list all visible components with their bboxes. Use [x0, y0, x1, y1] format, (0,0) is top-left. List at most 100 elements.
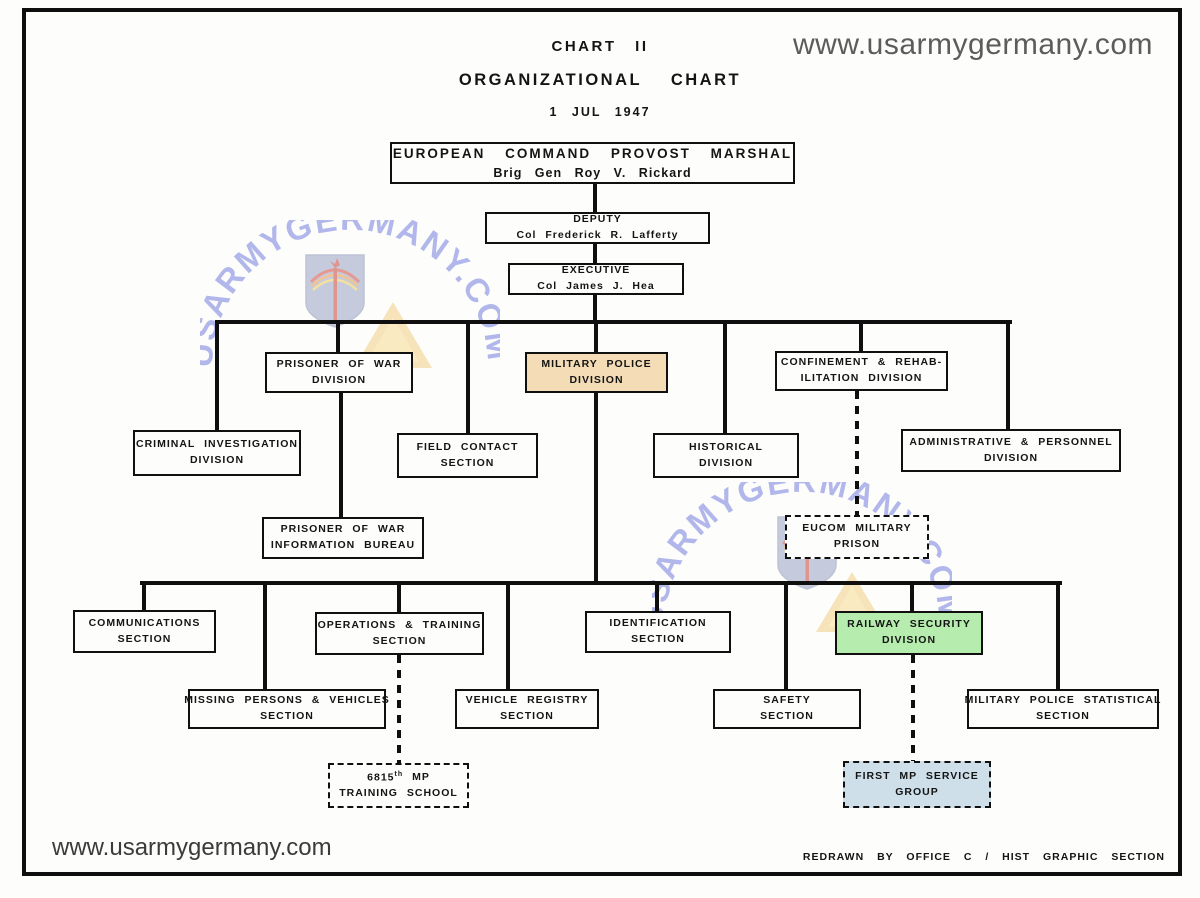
node-title: SECTION	[631, 633, 685, 645]
node-title: DIVISION	[698, 456, 754, 469]
connector-dashed-line	[911, 655, 915, 761]
node-safety-section: SAFETY SECTION	[713, 689, 861, 729]
node-6815th-mp-training-school: 6815th MP TRAINING SCHOOL	[328, 763, 469, 808]
connector-line	[263, 585, 267, 689]
node-title: DEPUTY	[573, 213, 622, 226]
node-title: CONFINEMENT & REHAB-	[780, 356, 943, 369]
node-title: SECTION	[440, 456, 495, 469]
node-title: SECTION	[1036, 710, 1090, 722]
node-title: TRAINING SCHOOL	[339, 786, 458, 799]
node-person: Col Frederick R. Lafferty	[516, 229, 679, 241]
node-title: DIVISION	[881, 634, 937, 646]
connector-line	[593, 294, 597, 324]
unit-number: 6815	[367, 771, 395, 783]
node-title: ILITATION DIVISION	[800, 372, 923, 384]
node-person: Brig Gen Roy V. Rickard	[493, 165, 692, 180]
chart-number-label: CHART II	[551, 38, 649, 55]
node-identification-section: IDENTIFICATION SECTION	[585, 611, 731, 653]
unit-ordinal: th	[394, 770, 404, 778]
connector-dashed-line	[397, 655, 401, 763]
node-title: SECTION	[760, 710, 814, 722]
connector-line	[594, 393, 598, 583]
connector-line	[593, 244, 597, 263]
node-deputy: DEPUTY Col Frederick R. Lafferty	[485, 212, 710, 244]
node-title: RAILWAY SECURITY	[847, 618, 971, 631]
node-title: MILITARY POLICE	[541, 357, 652, 370]
node-title: PRISON	[833, 538, 881, 550]
node-eucom-military-prison: EUCOM MILITARY PRISON	[785, 515, 929, 559]
node-title: SECTION	[372, 634, 427, 647]
node-title: IDENTIFICATION	[609, 617, 707, 630]
connector-line	[593, 184, 597, 212]
node-railway-security-division: RAILWAY SECURITY DIVISION	[835, 611, 983, 655]
node-title: SAFETY	[763, 694, 811, 707]
node-title: FIRST MP SERVICE	[855, 769, 979, 782]
node-provost-marshal: EUROPEAN COMMAND PROVOST MARSHAL Brig Ge…	[390, 142, 795, 184]
connector-line	[397, 585, 401, 612]
watermark-bottom-left: www.usarmygermany.com	[52, 834, 332, 861]
connector-line	[142, 585, 146, 610]
node-historical-division: HISTORICAL DIVISION	[653, 433, 799, 478]
node-title: PRISONER OF WAR	[280, 523, 406, 536]
node-title: GROUP	[895, 785, 939, 798]
node-title: EXECUTIVE	[561, 264, 631, 277]
node-military-police-division: MILITARY POLICE DIVISION	[525, 352, 668, 393]
watermark-arc-1: USARMYGERMANY.COM	[200, 220, 500, 369]
node-title: COMMUNICATIONS	[88, 616, 201, 629]
connector-line	[339, 393, 343, 517]
node-title: DIVISION	[189, 454, 245, 466]
node-title: MILITARY POLICE STATISTICAL	[964, 694, 1162, 707]
node-title: FIELD CONTACT	[416, 440, 519, 453]
node-pow-information-bureau: PRISONER OF WAR INFORMATION BUREAU	[262, 517, 424, 559]
node-vehicle-registry-section: VEHICLE REGISTRY SECTION	[455, 689, 599, 729]
chart-date: 1 JUL 1947	[549, 105, 651, 119]
connector-line	[594, 324, 598, 352]
connector-line	[784, 585, 788, 689]
node-title: SECTION	[500, 710, 554, 722]
connector-line	[1056, 585, 1060, 689]
connector-line	[655, 585, 659, 611]
node-missing-persons-vehicles-section: MISSING PERSONS & VEHICLES SECTION	[184, 689, 389, 729]
node-title: EUCOM MILITARY	[802, 522, 912, 535]
unit-type: MP	[412, 771, 430, 783]
node-person: Col James J. Hea	[537, 280, 655, 292]
connector-line	[910, 585, 914, 611]
connector-line	[859, 324, 863, 351]
connector-line	[506, 585, 510, 689]
node-title: ADMINISTRATIVE & PERSONNEL	[909, 435, 1113, 448]
node-title: INFORMATION BUREAU	[270, 539, 416, 551]
node-administrative-personnel-division: ADMINISTRATIVE & PERSONNEL DIVISION	[901, 429, 1121, 472]
node-title: 6815th MP	[367, 770, 430, 786]
connector-bus-upper	[215, 320, 1012, 324]
node-title: DIVISION	[983, 451, 1039, 464]
node-operations-training-section: OPERATIONS & TRAINING SECTION	[315, 612, 484, 655]
connector-line	[215, 324, 219, 430]
node-title: EUROPEAN COMMAND PROVOST MARSHAL	[392, 145, 793, 161]
eucom-patch-icon	[305, 254, 432, 368]
connector-dashed-line	[855, 391, 859, 515]
connector-bus-lower	[140, 581, 1062, 585]
node-title: SECTION	[260, 710, 314, 722]
node-title: PRISONER OF WAR	[276, 357, 402, 370]
node-title: VEHICLE REGISTRY	[465, 694, 589, 707]
node-title: CRIMINAL INVESTIGATION	[136, 438, 298, 451]
node-communications-section: COMMUNICATIONS SECTION	[73, 610, 216, 653]
connector-line	[336, 324, 340, 352]
node-title: DIVISION	[569, 373, 624, 386]
connector-line	[466, 324, 470, 433]
node-field-contact-section: FIELD CONTACT SECTION	[397, 433, 538, 478]
node-title: HISTORICAL	[689, 440, 763, 453]
node-title: MISSING PERSONS & VEHICLES	[184, 694, 390, 707]
node-confinement-rehabilitation-division: CONFINEMENT & REHAB- ILITATION DIVISION	[775, 351, 948, 391]
node-military-police-statistical-section: MILITARY POLICE STATISTICAL SECTION	[964, 689, 1162, 729]
connector-line	[723, 324, 727, 433]
page-title: ORGANIZATIONAL CHART	[458, 71, 742, 89]
node-title: DIVISION	[311, 373, 367, 386]
node-executive: EXECUTIVE Col James J. Hea	[508, 263, 684, 295]
watermark-top-right: www.usarmygermany.com	[793, 28, 1154, 61]
node-title: SECTION	[117, 632, 172, 645]
chart-border	[22, 8, 1182, 876]
node-criminal-investigation-division: CRIMINAL INVESTIGATION DIVISION	[133, 430, 301, 476]
node-title: OPERATIONS & TRAINING	[317, 618, 482, 631]
